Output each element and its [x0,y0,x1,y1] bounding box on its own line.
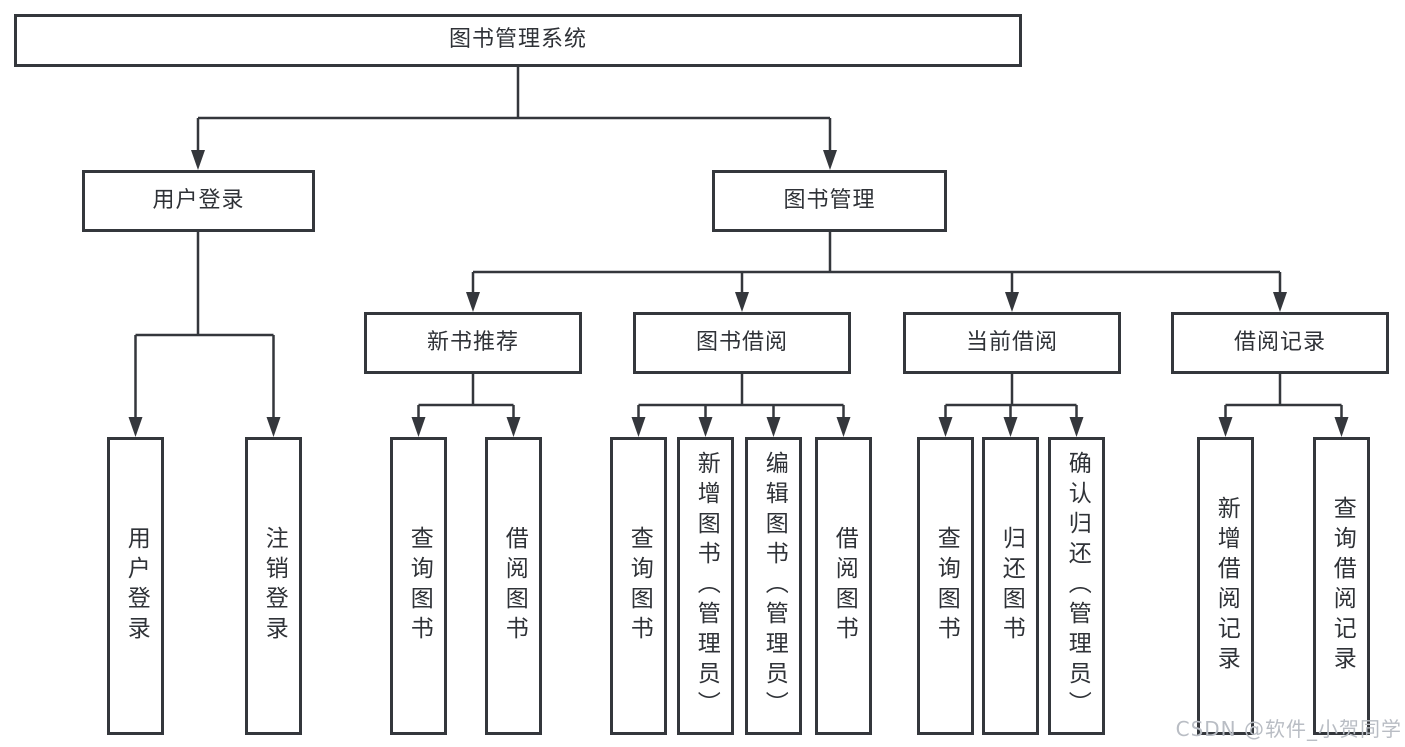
leaf-borrow-books-borrowing: 借阅图书 [815,437,872,735]
leaf-label: 新增图书（管理员） [693,451,720,721]
leaf-search-books-borrowing: 查询图书 [610,437,667,735]
node-label: 图书借阅 [695,329,788,355]
leaf-label: 借阅图书 [501,526,528,646]
leaf-query-borrow-record: 查询借阅记录 [1313,437,1370,735]
node-book-management: 图书管理 [712,170,947,232]
leaf-label: 查询图书 [406,526,433,646]
node-book-borrowing: 图书借阅 [633,312,851,374]
leaf-label: 注销登录 [261,526,288,646]
leaf-label: 新增借阅记录 [1213,496,1240,676]
node-label: 当前借阅 [965,329,1058,355]
leaf-label: 查询图书 [626,526,653,646]
node-root-system: 图书管理系统 [14,14,1022,67]
node-label: 图书管理 [783,187,876,213]
node-label: 用户登录 [152,187,245,213]
leaf-label: 查询借阅记录 [1329,496,1356,676]
leaf-label: 确认归还（管理员） [1064,451,1091,721]
leaf-confirm-return-admin: 确认归还（管理员） [1048,437,1105,735]
leaf-add-borrow-record: 新增借阅记录 [1197,437,1254,735]
node-user-login: 用户登录 [82,170,315,232]
leaf-label: 编辑图书（管理员） [761,451,788,721]
node-root-label: 图书管理系统 [448,27,587,53]
leaf-label: 查询图书 [933,526,960,646]
csdn-watermark: CSDN @软件_小贺同学 [1175,717,1402,741]
leaf-edit-books-admin: 编辑图书（管理员） [745,437,802,735]
leaf-user-login: 用户登录 [107,437,164,735]
node-label: 借阅记录 [1233,329,1326,355]
connector-lines [134,67,1343,421]
leaf-label: 用户登录 [123,526,150,646]
node-label: 新书推荐 [426,329,519,355]
leaf-return-books: 归还图书 [982,437,1039,735]
leaf-logout: 注销登录 [245,437,302,735]
leaf-search-books-current: 查询图书 [917,437,974,735]
leaf-borrow-books-recommend: 借阅图书 [485,437,542,735]
arrow-down-icons [128,150,1349,437]
leaf-add-books-admin: 新增图书（管理员） [677,437,734,735]
node-current-borrowing: 当前借阅 [903,312,1121,374]
node-borrow-records: 借阅记录 [1171,312,1389,374]
leaf-label: 借阅图书 [831,526,858,646]
leaf-label: 归还图书 [998,526,1025,646]
node-new-book-recommend: 新书推荐 [364,312,582,374]
leaf-search-books-recommend: 查询图书 [390,437,447,735]
